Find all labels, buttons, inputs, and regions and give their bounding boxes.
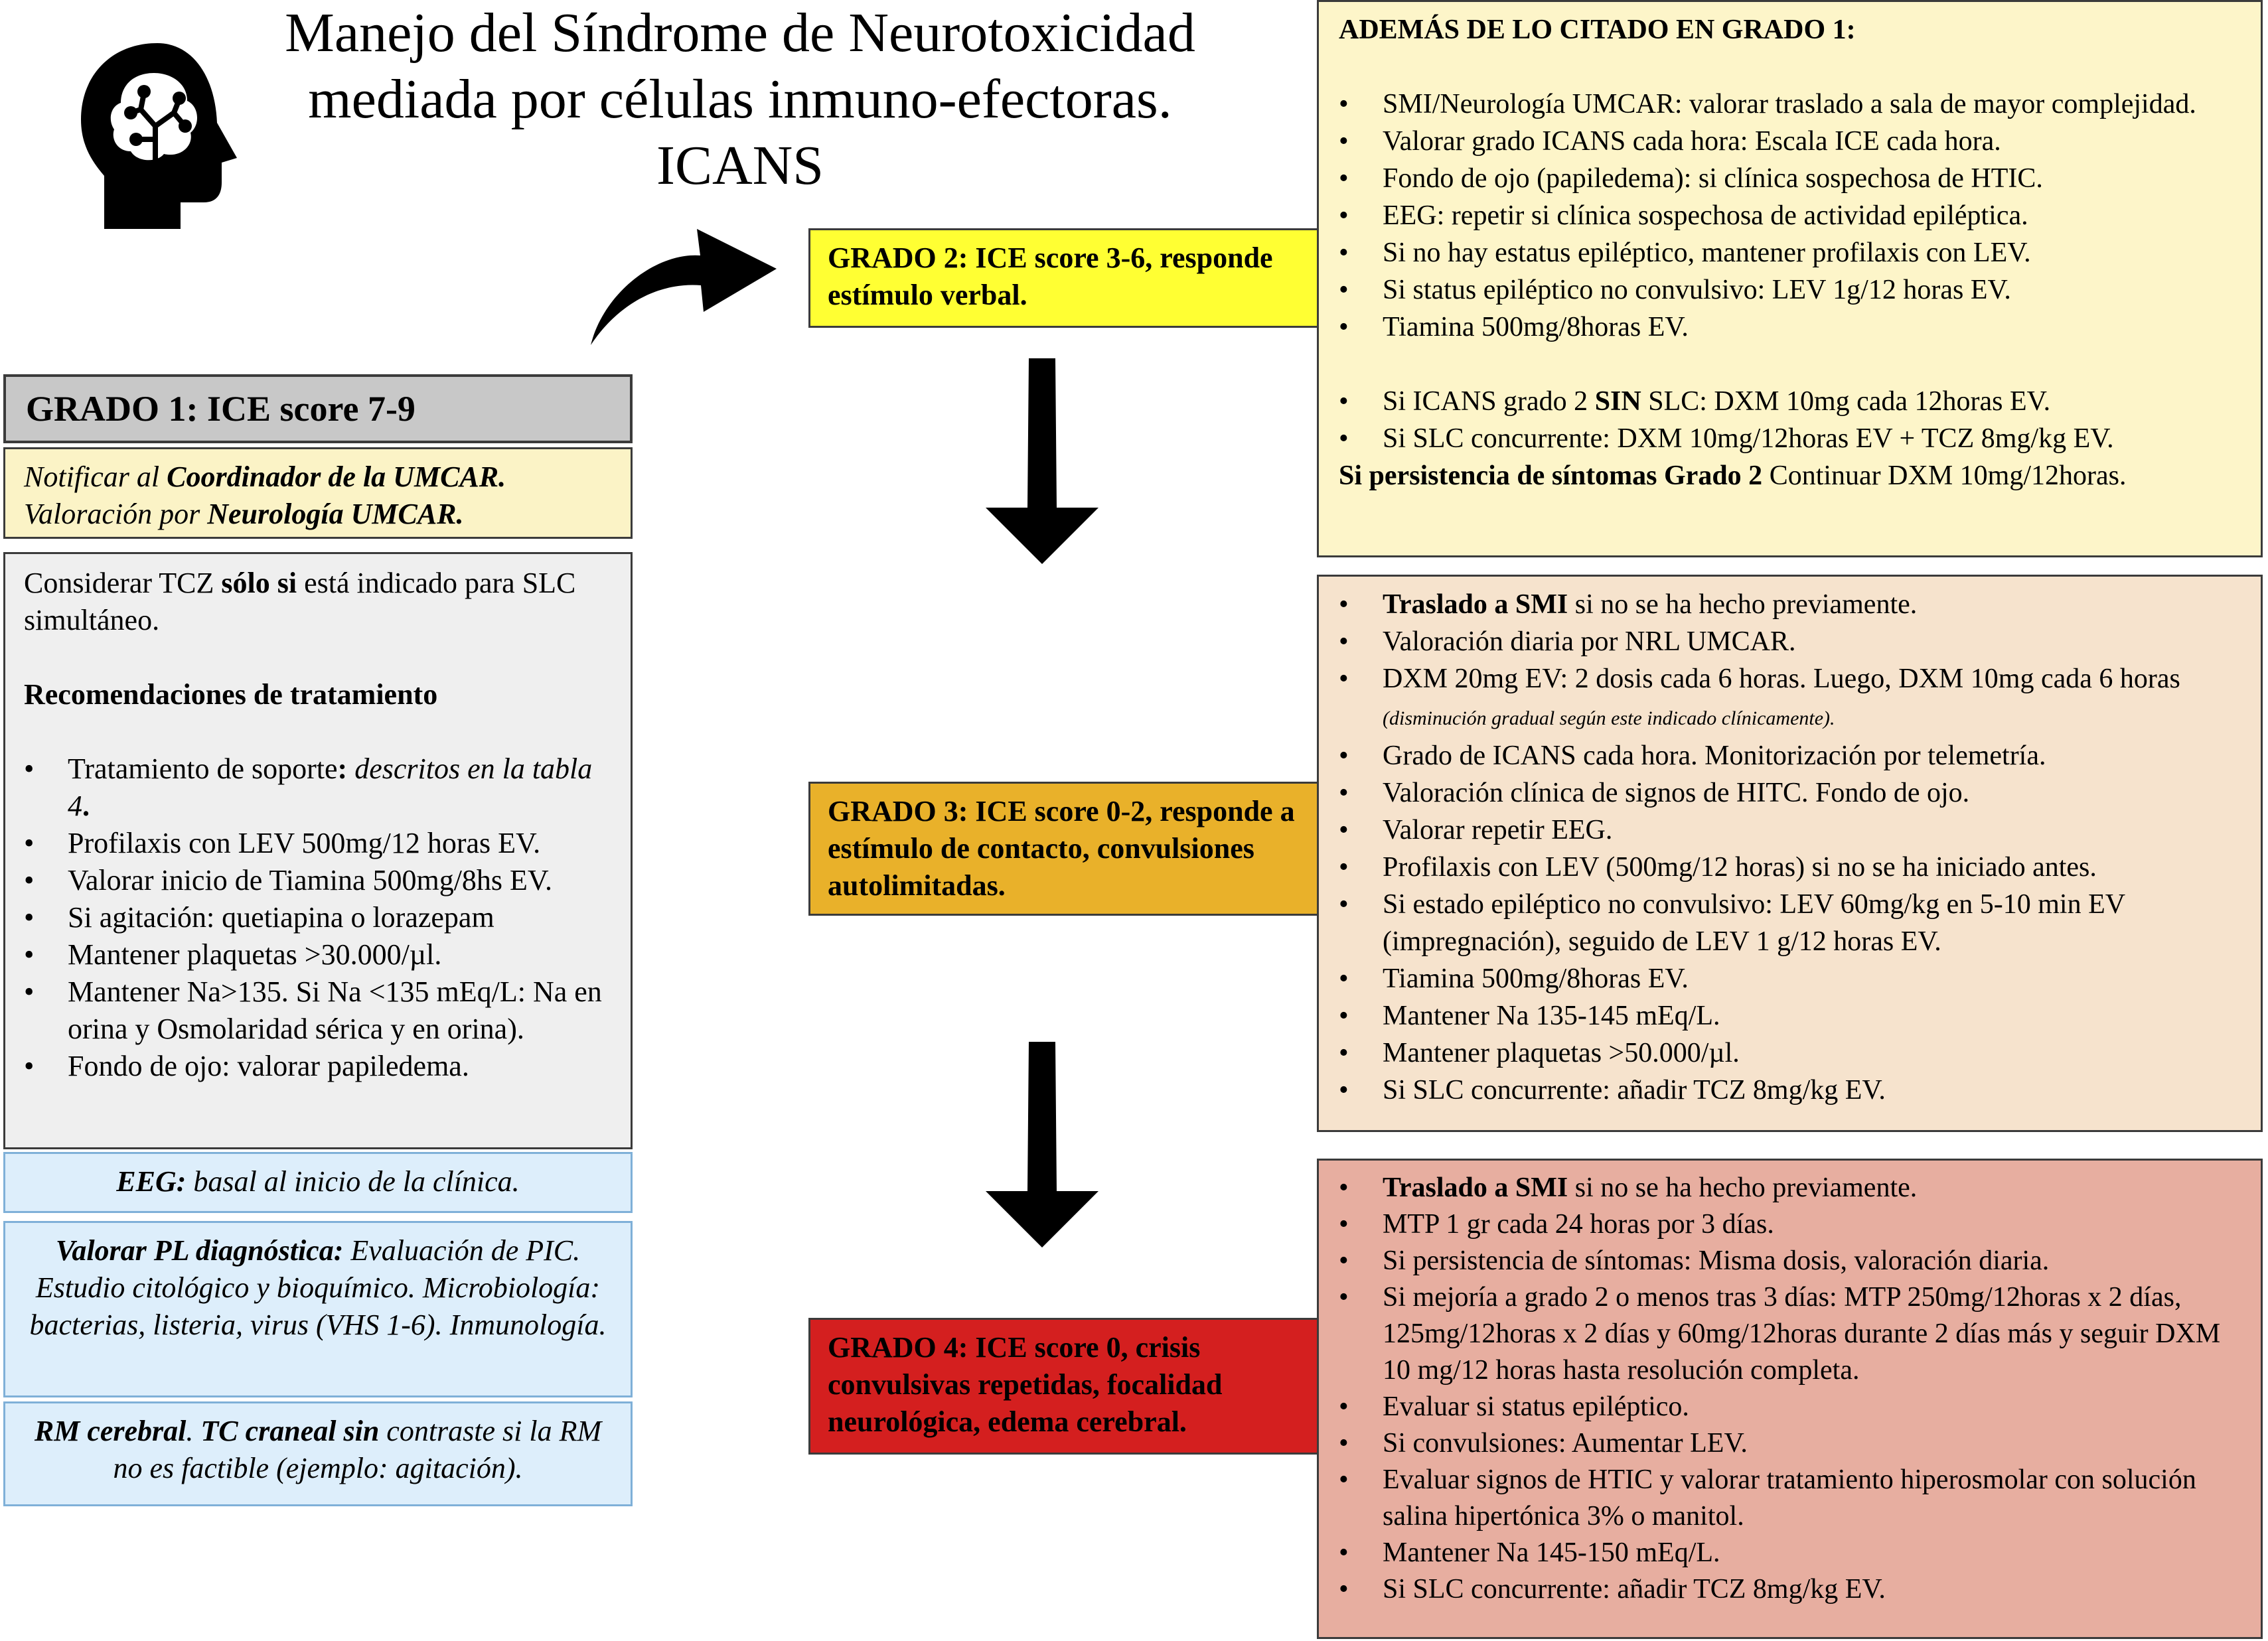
list-item: Tiamina 500mg/8horas EV. bbox=[1339, 309, 2241, 346]
grade1-notify-line2: Valoración por Neurología UMCAR. bbox=[24, 498, 464, 530]
grade2-list: SMI/Neurología UMCAR: valorar traslado a… bbox=[1339, 86, 2241, 346]
down-arrow-icon bbox=[982, 358, 1102, 564]
list-item: Si status epiléptico no convulsivo: LEV … bbox=[1339, 271, 2241, 309]
grade4-list: Traslado a SMI si no se ha hecho previam… bbox=[1339, 1170, 2241, 1608]
list-item: Profilaxis con LEV 500mg/12 horas EV. bbox=[24, 825, 612, 862]
grade1-notify-box: Notificar al Coordinador de la UMCAR. Va… bbox=[3, 447, 633, 539]
list-item: Grado de ICANS cada hora. Monitorización… bbox=[1339, 737, 2241, 774]
grade1-notify-line1: Notificar al Coordinador de la UMCAR. bbox=[24, 461, 506, 493]
title-line-1: Manejo del Síndrome de Neurotoxicidad bbox=[285, 2, 1195, 64]
grade1-header-text: GRADO 1: ICE score 7-9 bbox=[26, 389, 416, 429]
grade2-detail-box: ADEMÁS DE LO CITADO EN GRADO 1: SMI/Neur… bbox=[1317, 0, 2263, 557]
grade1-intro: Considerar TCZ sólo si está indicado par… bbox=[24, 567, 576, 636]
grade1-rm-box: RM cerebral. TC craneal sin contraste si… bbox=[3, 1401, 633, 1506]
list-item: Mantener plaquetas >50.000/µl. bbox=[1339, 1035, 2241, 1072]
list-item: Evaluar signos de HTIC y valorar tratami… bbox=[1339, 1462, 2241, 1535]
grade2-label: GRADO 2: ICE score 3-6, responde estímul… bbox=[828, 242, 1273, 311]
list-item: Si no hay estatus epiléptico, mantener p… bbox=[1339, 234, 2241, 271]
list-item: Traslado a SMI si no se ha hecho previam… bbox=[1339, 1170, 2241, 1206]
grade2-persistence: Si persistencia de síntomas Grado 2 Cont… bbox=[1339, 461, 2127, 491]
grade1-rec-title: Recomendaciones de tratamiento bbox=[24, 678, 438, 711]
list-item: Si persistencia de síntomas: Misma dosis… bbox=[1339, 1243, 2241, 1279]
grade4-detail-box: Traslado a SMI si no se ha hecho previam… bbox=[1317, 1159, 2263, 1639]
list-item: Valorar grado ICANS cada hora: Escala IC… bbox=[1339, 123, 2241, 160]
list-item: Si convulsiones: Aumentar LEV. bbox=[1339, 1425, 2241, 1462]
grade3-label: GRADO 3: ICE score 0-2, responde a estím… bbox=[828, 795, 1295, 902]
list-item: Mantener Na 145-150 mEq/L. bbox=[1339, 1535, 2241, 1571]
grade1-header: GRADO 1: ICE score 7-9 bbox=[3, 374, 633, 443]
list-item: Si SLC concurrente: añadir TCZ 8mg/kg EV… bbox=[1339, 1072, 2241, 1109]
list-item: Tiamina 500mg/8horas EV. bbox=[1339, 960, 2241, 997]
list-item: SMI/Neurología UMCAR: valorar traslado a… bbox=[1339, 86, 2241, 123]
list-item: Mantener Na 135-145 mEq/L. bbox=[1339, 997, 2241, 1035]
list-item: MTP 1 gr cada 24 horas por 3 días. bbox=[1339, 1206, 2241, 1243]
list-item: Profilaxis con LEV (500mg/12 horas) si n… bbox=[1339, 849, 2241, 886]
grade2-dxm-list: Si ICANS grado 2 SIN SLC: DXM 10mg cada … bbox=[1339, 383, 2241, 457]
grade3-list: Traslado a SMI si no se ha hecho previam… bbox=[1339, 586, 2241, 1109]
list-item: Evaluar si status epiléptico. bbox=[1339, 1389, 2241, 1425]
grade1-eeg-text: EEG: basal al inicio de la clínica. bbox=[116, 1165, 520, 1198]
list-item: Valoración clínica de signos de HITC. Fo… bbox=[1339, 774, 2241, 812]
list-item: Si ICANS grado 2 SIN SLC: DXM 10mg cada … bbox=[1339, 383, 2241, 420]
grade1-pl-text: Valorar PL diagnóstica: Evaluación de PI… bbox=[29, 1234, 607, 1341]
page-title: Manejo del Síndrome de Neurotoxicidad me… bbox=[259, 0, 1221, 199]
list-item: Si estado epiléptico no convulsivo: LEV … bbox=[1339, 886, 2241, 960]
list-item: DXM 20mg EV: 2 dosis cada 6 horas. Luego… bbox=[1339, 660, 2241, 737]
list-item: Valorar repetir EEG. bbox=[1339, 812, 2241, 849]
list-item: Valorar inicio de Tiamina 500mg/8hs EV. bbox=[24, 862, 612, 899]
grade4-label-box: GRADO 4: ICE score 0, crisis convulsivas… bbox=[808, 1318, 1326, 1455]
list-item: Mantener Na>135. Si Na <135 mEq/L: Na en… bbox=[24, 973, 612, 1048]
grade2-heading: ADEMÁS DE LO CITADO EN GRADO 1: bbox=[1339, 15, 1856, 45]
grade1-eeg-box: EEG: basal al inicio de la clínica. bbox=[3, 1152, 633, 1213]
grade1-rm-text: RM cerebral. TC craneal sin contraste si… bbox=[34, 1415, 602, 1484]
list-item: Si SLC concurrente: DXM 10mg/12horas EV … bbox=[1339, 420, 2241, 457]
list-item: Fondo de ojo: valorar papiledema. bbox=[24, 1048, 612, 1085]
grade1-body-box: Considerar TCZ sólo si está indicado par… bbox=[3, 552, 633, 1149]
grade1-rec-list: Tratamiento de soporte: descritos en la … bbox=[24, 750, 612, 1085]
list-item: Si mejoría a grado 2 o menos tras 3 días… bbox=[1339, 1279, 2241, 1389]
curved-arrow-icon bbox=[584, 219, 783, 352]
grade3-label-box: GRADO 3: ICE score 0-2, responde a estím… bbox=[808, 782, 1326, 916]
list-item: Fondo de ojo (papiledema): si clínica so… bbox=[1339, 160, 2241, 197]
list-item: Si SLC concurrente: añadir TCZ 8mg/kg EV… bbox=[1339, 1571, 2241, 1608]
title-line-3: ICANS bbox=[656, 135, 824, 196]
grade4-label: GRADO 4: ICE score 0, crisis convulsivas… bbox=[828, 1331, 1223, 1438]
list-item: Tratamiento de soporte: descritos en la … bbox=[24, 750, 612, 825]
list-item: Valoración diaria por NRL UMCAR. bbox=[1339, 623, 2241, 660]
list-item: Si agitación: quetiapina o lorazepam bbox=[24, 899, 612, 936]
list-item: Traslado a SMI si no se ha hecho previam… bbox=[1339, 586, 2241, 623]
grade3-detail-box: Traslado a SMI si no se ha hecho previam… bbox=[1317, 575, 2263, 1132]
list-item: EEG: repetir si clínica sospechosa de ac… bbox=[1339, 197, 2241, 234]
down-arrow-icon bbox=[982, 1042, 1102, 1248]
title-line-2: mediada por células inmuno-efectoras. bbox=[308, 68, 1172, 130]
grade2-label-box: GRADO 2: ICE score 3-6, responde estímul… bbox=[808, 228, 1326, 328]
brain-head-icon bbox=[74, 40, 240, 232]
grade1-pl-box: Valorar PL diagnóstica: Evaluación de PI… bbox=[3, 1221, 633, 1397]
list-item: Mantener plaquetas >30.000/µl. bbox=[24, 936, 612, 973]
